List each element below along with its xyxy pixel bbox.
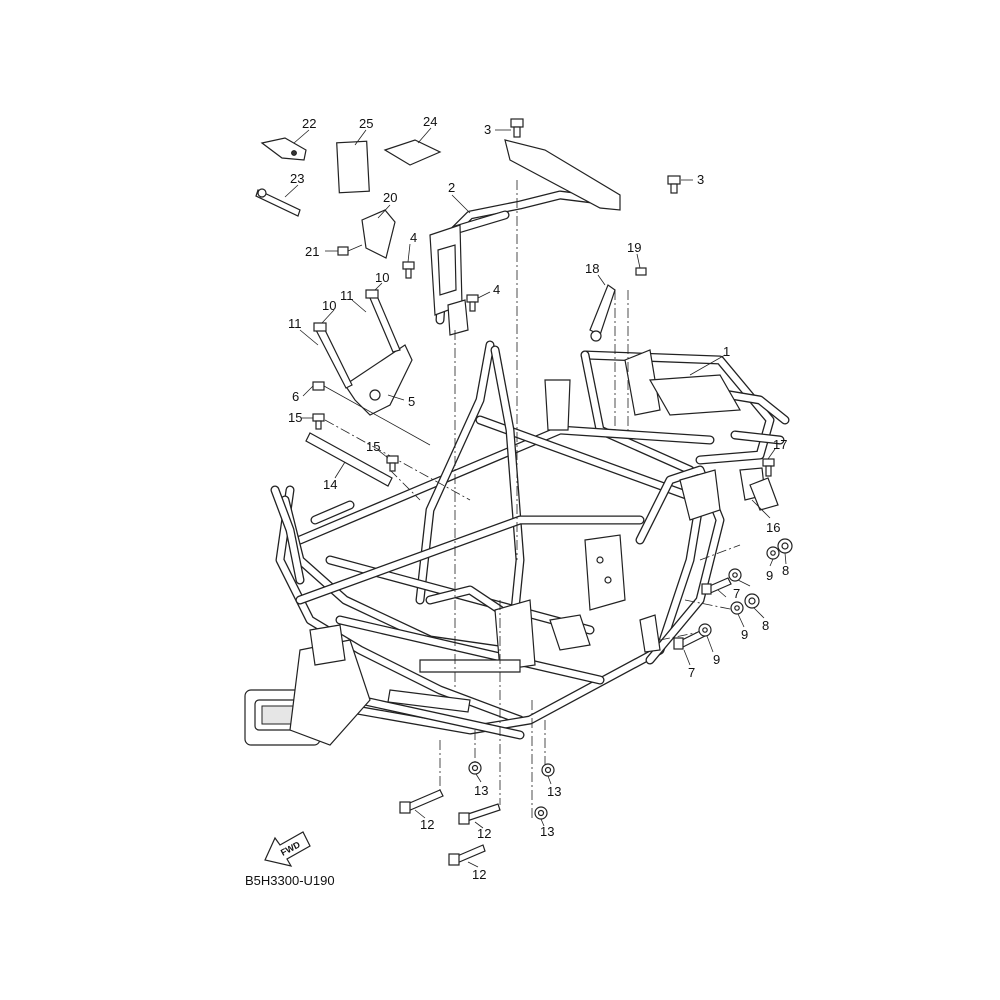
callout-10a: 10 — [375, 270, 389, 285]
callout-12a: 12 — [420, 817, 434, 832]
callout-19: 19 — [627, 240, 641, 255]
callout-4b: 4 — [493, 282, 500, 297]
callout-25: 25 — [359, 116, 373, 131]
part-24-pad[interactable] — [383, 139, 442, 166]
callout-20: 20 — [383, 190, 397, 205]
part-25-label[interactable] — [336, 140, 370, 194]
callout-23: 23 — [290, 171, 304, 186]
part-4-bolt-a[interactable] — [402, 261, 415, 279]
callout-9b: 9 — [741, 627, 748, 642]
leader-lines — [284, 127, 787, 868]
part-3-bolt-a[interactable] — [510, 118, 524, 138]
callout-13b: 13 — [547, 784, 561, 799]
callout-11b: 11 — [288, 316, 302, 331]
part-7-bolt-b[interactable] — [673, 629, 706, 650]
callout-9a: 9 — [766, 568, 773, 583]
callout-8a: 8 — [782, 563, 789, 578]
part-17-bolt[interactable] — [762, 458, 775, 477]
part-12-bolt-b[interactable] — [458, 803, 501, 825]
callout-12c: 12 — [472, 867, 486, 882]
callout-2: 2 — [448, 180, 455, 195]
callout-7a: 7 — [733, 586, 740, 601]
small-parts — [255, 118, 793, 866]
callout-4a: 4 — [410, 230, 417, 245]
part-14-bar[interactable] — [305, 432, 393, 487]
callout-9c: 9 — [713, 652, 720, 667]
callout-17: 17 — [773, 437, 787, 452]
assembly-lines — [324, 180, 741, 820]
part-3-bolt-b[interactable] — [667, 175, 681, 194]
part-7-bolt-a[interactable] — [701, 577, 732, 595]
main-frame — [244, 340, 790, 746]
part-15-bolt-a[interactable] — [312, 413, 325, 430]
part-23-rod[interactable] — [255, 189, 301, 217]
callout-21: 21 — [305, 244, 319, 259]
callout-13c: 13 — [540, 824, 554, 839]
callout-14: 14 — [323, 477, 337, 492]
callout-5: 5 — [408, 394, 415, 409]
callout-24: 24 — [423, 114, 437, 129]
part-12-bolt-a[interactable] — [399, 789, 444, 814]
callout-18: 18 — [585, 261, 599, 276]
callout-3a: 3 — [484, 122, 491, 137]
part-16-bracket[interactable] — [749, 477, 779, 511]
part-21-bolt[interactable] — [337, 244, 363, 256]
callout-13a: 13 — [474, 783, 488, 798]
fwd-arrow: FWD — [264, 831, 311, 867]
callout-12b: 12 — [477, 826, 491, 841]
callout-22: 22 — [302, 116, 316, 131]
callout-3b: 3 — [697, 172, 704, 187]
callout-15a: 15 — [288, 410, 302, 425]
callout-16: 16 — [766, 520, 780, 535]
part-19-bolt[interactable] — [635, 267, 647, 276]
callout-7b: 7 — [688, 665, 695, 680]
part-4-bolt-b[interactable] — [466, 294, 479, 312]
part-15-bolt-b[interactable] — [386, 455, 399, 472]
callout-10b: 10 — [322, 298, 336, 313]
callout-8b: 8 — [762, 618, 769, 633]
part-18-bracket[interactable] — [589, 284, 616, 336]
part-5-bracket[interactable] — [344, 344, 413, 416]
part-22-plate[interactable] — [260, 137, 307, 161]
callout-labels: 22 25 24 23 20 21 3 3 2 4 4 10 11 10 11 … — [288, 114, 789, 882]
callout-11a: 11 — [340, 288, 354, 303]
part-12-bolt-c[interactable] — [448, 844, 486, 866]
callout-15b: 15 — [366, 439, 380, 454]
diagram-code: B5H3300-U190 — [245, 873, 335, 888]
part-10-11-bolts[interactable] — [313, 289, 401, 389]
callout-6: 6 — [292, 389, 299, 404]
part-20-bracket[interactable] — [361, 209, 396, 259]
upper-frame-part-2 — [429, 139, 621, 336]
callout-1: 1 — [723, 344, 730, 359]
